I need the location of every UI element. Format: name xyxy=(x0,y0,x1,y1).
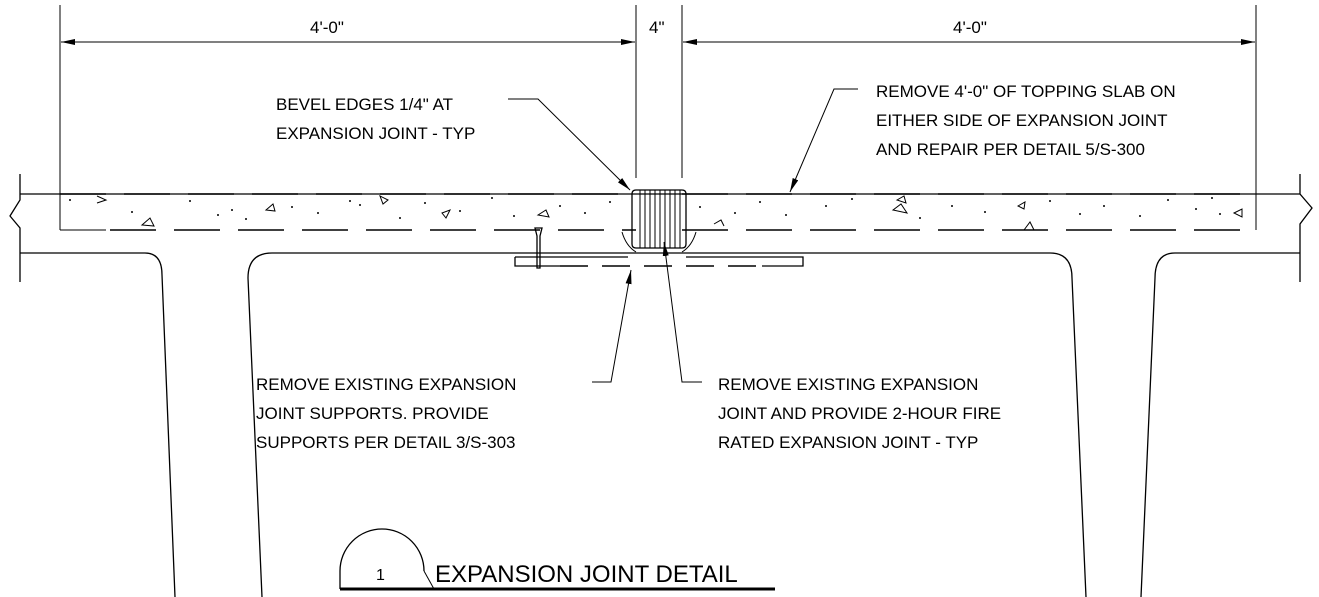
note-remove-topping-line-2: EITHER SIDE OF EXPANSION JOINT xyxy=(876,111,1168,130)
slab-outline xyxy=(9,174,1313,597)
note-remove-topping-line-1: REMOVE 4'-0" OF TOPPING SLAB ON xyxy=(876,82,1176,101)
note-remove-topping-line-3: AND REPAIR PER DETAIL 5/S-300 xyxy=(876,140,1145,159)
dimension-right: 4'-0" xyxy=(953,18,987,37)
detail-title-text: EXPANSION JOINT DETAIL xyxy=(435,561,738,588)
note-bevel-line-2: EXPANSION JOINT - TYP xyxy=(276,124,475,143)
note-bevel-line-1: BEVEL EDGES 1/4" AT xyxy=(276,95,453,114)
expansion-joint-seal xyxy=(621,189,697,253)
leaders xyxy=(508,88,858,383)
note-remove-joint-line-3: RATED EXPANSION JOINT - TYP xyxy=(718,433,978,452)
existing-joint-supports xyxy=(514,227,804,269)
detail-number: 1 xyxy=(376,567,385,584)
note-remove-supports-line-2: JOINT SUPPORTS. PROVIDE xyxy=(256,404,489,423)
note-remove-joint-line-1: REMOVE EXISTING EXPANSION xyxy=(718,375,978,394)
note-remove-supports-line-3: SUPPORTS PER DETAIL 3/S-303 xyxy=(256,433,516,452)
note-remove-joint-line-2: JOINT AND PROVIDE 2-HOUR FIRE xyxy=(718,404,1001,423)
topping-slab-removal-zone xyxy=(59,193,1257,231)
dimension-center: 4" xyxy=(649,18,665,37)
detail-title: 1 EXPANSION JOINT DETAIL xyxy=(339,528,775,591)
concrete-hatch xyxy=(69,194,1243,231)
extension-lines xyxy=(59,5,1257,196)
dimension-left: 4'-0" xyxy=(310,18,344,37)
note-remove-supports-line-1: REMOVE EXISTING EXPANSION xyxy=(256,375,516,394)
